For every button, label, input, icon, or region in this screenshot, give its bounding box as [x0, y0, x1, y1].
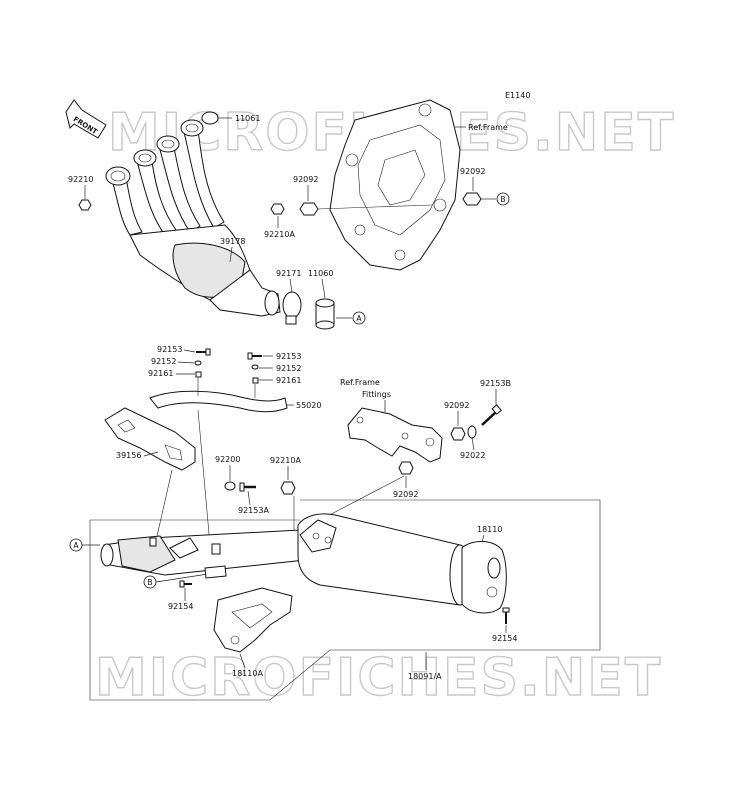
ref-frame-outline: [329, 99, 461, 271]
callout-a-top: [352, 311, 366, 325]
part-92161-right-label: 92161: [276, 376, 301, 385]
washer-92152-right: [251, 364, 259, 370]
part-92154-right-label: 92154: [492, 634, 517, 643]
part-92200-label: 92200: [215, 455, 240, 464]
part-92022-label: 92022: [460, 451, 485, 460]
nut-92210: [78, 199, 92, 211]
part-92171-label: 92171: [276, 269, 301, 278]
washer-92022: [467, 425, 477, 439]
part-92092-top-label: 92092: [293, 175, 318, 184]
muffler-group-outline: [89, 499, 601, 701]
part-39156-label: 39156: [116, 451, 141, 460]
nut-92210a-top: [270, 203, 285, 215]
diagram-code: E1140: [505, 91, 530, 100]
nut-92092-mid: [450, 427, 466, 441]
collar-92161-right: [252, 377, 259, 384]
part-11060-label: 11060: [308, 269, 333, 278]
clamp-92171: [282, 291, 302, 325]
nut-92210a-mid: [280, 481, 296, 495]
part-92153a-label: 92153A: [238, 506, 269, 515]
part-92210a-mid-label: 92210A: [270, 456, 301, 465]
washer-92200: [224, 481, 236, 491]
bracket-55020: [149, 390, 288, 413]
part-55020-label: 55020: [296, 401, 321, 410]
part-92152-right-label: 92152: [276, 364, 301, 373]
bolt-92153-right: [247, 352, 262, 360]
part-92161-left-label: 92161: [148, 369, 173, 378]
part-18091a-label: 18091/A: [408, 672, 442, 681]
part-92153b-label: 92153B: [480, 379, 511, 388]
washer-92152-left: [194, 360, 202, 366]
ref-frame-fittings-bracket: [347, 407, 443, 463]
part-92210-label: 92210: [68, 175, 93, 184]
gasket-11060: [315, 298, 335, 330]
part-39178-label: 39178: [220, 237, 245, 246]
part-92153-right-label: 92153: [276, 352, 301, 361]
bolt-92153a: [239, 482, 256, 492]
front-arrow-icon: FRONT: [65, 99, 107, 139]
callout-b-top-label: B: [500, 195, 505, 204]
callout-b-top: [496, 192, 510, 206]
exhaust-header-assembly: [105, 119, 281, 317]
collar-92161-left: [195, 371, 202, 378]
o-ring-11061: [201, 111, 219, 125]
bolt-92153b: [481, 404, 502, 426]
part-11061-label: 11061: [235, 114, 260, 123]
ref-frame-fittings-label-1: Ref.Frame: [340, 378, 380, 387]
part-92153-left-label: 92153: [157, 345, 182, 354]
bolt-92153-left: [196, 348, 211, 356]
callout-a-top-label: A: [356, 314, 362, 323]
screw-92154-right: [502, 607, 510, 624]
watermark-bottom: MICROFICHES.NET: [95, 648, 662, 708]
part-92154-left-label: 92154: [168, 602, 193, 611]
callout-a-bottom-label: A: [73, 541, 79, 550]
cover-18110a: [213, 587, 293, 653]
nut-92092-low: [398, 461, 414, 475]
part-92092-mid-label: 92092: [444, 401, 469, 410]
part-92092-right-label: 92092: [460, 167, 485, 176]
nut-92092-right: [462, 192, 482, 206]
part-92152-left-label: 92152: [151, 357, 176, 366]
part-92210a-top-label: 92210A: [264, 230, 295, 239]
part-18110-label: 18110: [477, 525, 502, 534]
nut-92092-top: [299, 202, 319, 216]
muffler-body: [297, 513, 471, 606]
end-cap-18110: [461, 541, 507, 614]
muffler-link-pipe: [100, 529, 306, 579]
screw-92154-left: [179, 580, 192, 588]
ref-frame-fittings-label-2: Fittings: [362, 390, 391, 399]
heat-guard-39156: [104, 407, 196, 471]
ref-frame-label: Ref.Frame: [468, 123, 508, 132]
callout-b-bottom-label: B: [147, 578, 152, 587]
part-92092-low-label: 92092: [393, 490, 418, 499]
part-18110a-label: 18110A: [232, 669, 263, 678]
